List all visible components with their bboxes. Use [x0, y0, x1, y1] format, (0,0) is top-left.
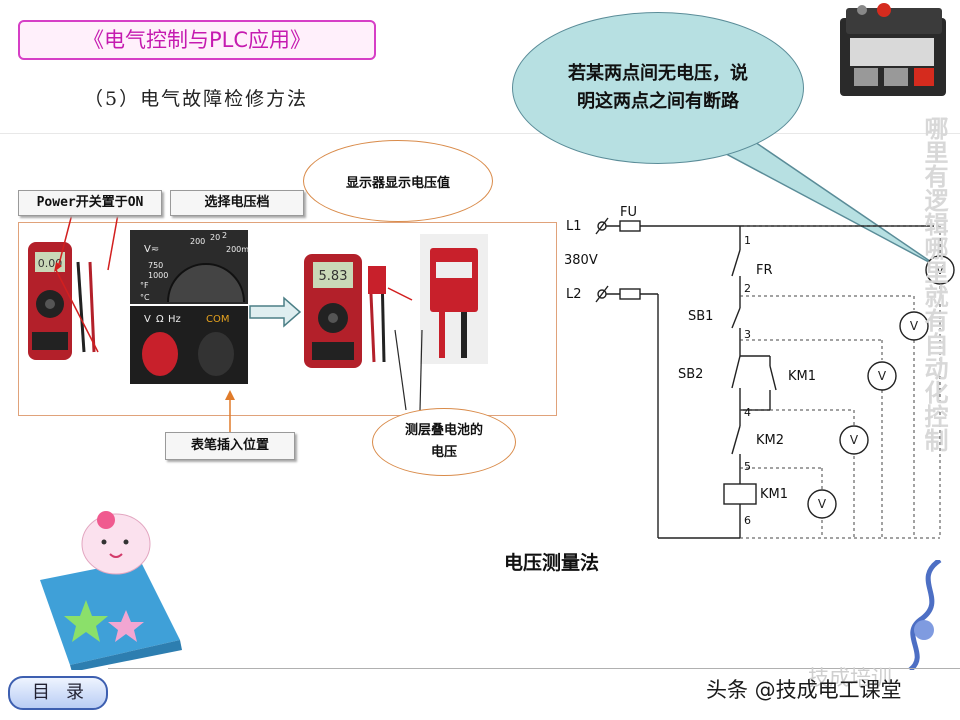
- node-4: 4: [744, 406, 751, 419]
- label-power-on: Power开关置于ON: [18, 190, 162, 216]
- node-6: 6: [744, 514, 751, 527]
- circuit-diagram: V V V V V L1 L2 380V FU FR SB1 SB2 KM1 K…: [564, 205, 955, 539]
- label-l2: L2: [566, 287, 582, 302]
- toc-button[interactable]: 目录: [8, 676, 108, 710]
- dial-mark-1000: 1000: [148, 271, 168, 280]
- multimeter-photo-2: 5.83: [304, 254, 386, 368]
- sb1-contact: [731, 307, 741, 329]
- label-pointers: [54, 213, 423, 432]
- dial-closeup-photo: V≂ 750 1000 200 20 2 200m °F °C: [130, 230, 249, 304]
- header-divider: [0, 133, 960, 134]
- arrow-right-icon: [249, 296, 302, 328]
- dial-mark-200m: 200m: [226, 245, 249, 254]
- label-l1: L1: [566, 219, 582, 234]
- voltmeter-label-4: V: [850, 433, 859, 447]
- voltmeter-label-5: V: [818, 497, 827, 511]
- figure-caption: 电压测量法: [504, 552, 600, 574]
- fuse-l1: [619, 220, 641, 232]
- node-3: 3: [744, 328, 751, 341]
- label-voltage: 380V: [564, 253, 598, 268]
- fr-contact: [731, 249, 741, 277]
- label-km1-contact: KM1: [788, 369, 816, 384]
- voltmeter-label-1: V: [936, 263, 945, 277]
- section-heading: （5）电气故障检修方法: [84, 88, 309, 110]
- voltmeter-5: [807, 489, 837, 519]
- bubble-battery-voltage: 测层叠电池的电压: [372, 408, 516, 476]
- jack-label-com: COM: [206, 314, 229, 325]
- watermark: 头条 @技成电工课堂: [706, 678, 902, 702]
- callout-bubble: 若某两点间无电压，说明这两点之间有断路: [512, 12, 804, 164]
- label-km1-coil: KM1: [760, 487, 788, 502]
- label-sb2: SB2: [678, 367, 703, 382]
- node-5: 5: [744, 460, 751, 473]
- dial-mark-f: °F: [140, 281, 149, 290]
- km2-contact: [731, 425, 741, 455]
- battery-photo: [420, 234, 488, 364]
- jack-label-hz: Hz: [168, 314, 181, 325]
- dial-mark-200: 200: [190, 237, 205, 246]
- voltmeter-label-2: V: [910, 319, 919, 333]
- label-select-voltage: 选择电压档: [170, 190, 304, 216]
- voltmeter-4: [839, 425, 869, 455]
- multimeter-demo-frame: [18, 222, 557, 416]
- jack-label-v: V: [144, 314, 151, 325]
- watermark-faint: 技成培训: [808, 666, 892, 690]
- callout-text: 若某两点间无电压，说明这两点之间有断路: [568, 63, 748, 112]
- label-fu: FU: [620, 205, 637, 220]
- voltmeter-2: [899, 311, 929, 341]
- course-title: 《电气控制与PLC应用》: [18, 20, 376, 60]
- fuse-l2: [619, 288, 641, 300]
- meter-reading-2: 5.83: [319, 269, 348, 284]
- label-sb1: SB1: [688, 309, 713, 324]
- jack-closeup-photo: V Ω Hz COM: [130, 306, 248, 384]
- label-probe-position: 表笔插入位置: [165, 432, 295, 460]
- ornament-decoration: [908, 560, 942, 670]
- dial-mark-c: °C: [140, 293, 150, 302]
- bubble-battery-text: 测层叠电池的电压: [404, 423, 483, 460]
- dial-mark-20: 20: [210, 233, 220, 242]
- voltmeter-3: [867, 361, 897, 391]
- km1-aux-contact: [769, 365, 777, 391]
- multimeter-demo-graphics: 0.00 V≂ 750 1000 200 20 2 200m °F °C V Ω…: [28, 230, 488, 384]
- voltmeter-label-3: V: [878, 369, 887, 383]
- sb2-contact: [731, 355, 741, 389]
- dial-mark-750: 750: [148, 261, 163, 270]
- km1-coil: [723, 483, 757, 505]
- jack-label-ohm: Ω: [156, 314, 164, 325]
- voltmeter-1: [925, 255, 955, 285]
- side-slogan: 哪里有逻辑哪里就有自动化控制: [920, 116, 948, 452]
- footer-divider: [108, 668, 960, 669]
- label-fr: FR: [756, 263, 773, 278]
- thermal-relay-image: [840, 3, 946, 96]
- node-1: 1: [744, 234, 751, 247]
- dial-mark-2: 2: [222, 231, 227, 240]
- bubble-display-text: 显示器显示电压值: [345, 175, 450, 191]
- mascot-book-illustration: [40, 511, 182, 670]
- label-km2: KM2: [756, 433, 784, 448]
- bubble-display-voltage: 显示器显示电压值: [303, 140, 493, 222]
- node-2: 2: [744, 282, 751, 295]
- dial-mark-v: V≂: [144, 244, 159, 255]
- callout-pointer: [699, 140, 941, 269]
- multimeter-photo-1: 0.00: [28, 242, 96, 360]
